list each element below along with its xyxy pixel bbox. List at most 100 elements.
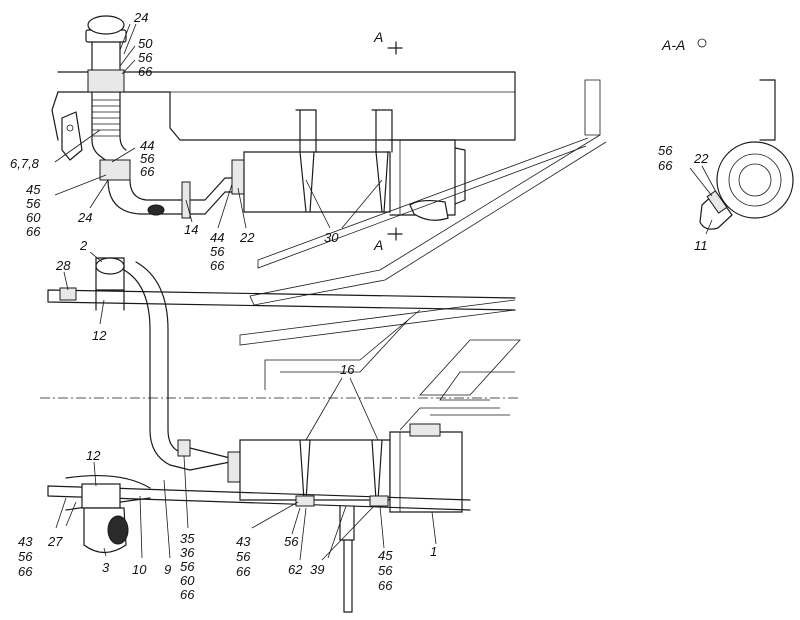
label-10: 10 (132, 562, 147, 577)
leader-45b (379, 505, 385, 549)
part-labels: A A A-A 24 50 56 66 6,7,8 44 56 66 45 56… (10, 10, 709, 602)
top-pipe-opening (87, 15, 125, 35)
label-56h: 56 (236, 549, 251, 564)
label-45b: 45 (378, 548, 393, 563)
label-35: 35 (180, 531, 195, 546)
leader-43a (55, 497, 67, 529)
section-cut-letter-bottom: A (373, 237, 383, 253)
label-30: 30 (324, 230, 339, 245)
leader-62 (299, 507, 307, 561)
lower-assembly-view (40, 257, 520, 613)
leader-12b (93, 461, 97, 487)
label-66d: 66 (210, 258, 225, 273)
label-36: 36 (180, 545, 195, 560)
top-bracket-legs (95, 289, 125, 311)
top-bracket-opening (95, 257, 125, 275)
leader-30 (305, 179, 383, 229)
label-2: 2 (79, 238, 88, 253)
label-66b: 66 (140, 164, 155, 179)
upper-clamp (87, 69, 125, 93)
frame-rail-middle (47, 289, 516, 311)
frame-panel-1 (419, 339, 521, 396)
label-60a: 60 (26, 210, 41, 225)
section-view-title: A-A (661, 37, 685, 53)
muffler-body (243, 151, 391, 213)
label-56f: 56 (18, 549, 33, 564)
flex-pipe (91, 91, 127, 163)
label-section-66: 66 (658, 158, 673, 173)
label-39: 39 (310, 562, 324, 577)
section-rotation-mark (697, 38, 707, 48)
label-66j: 66 (378, 578, 393, 593)
section-view-a-a (697, 38, 794, 230)
section-mark-top (387, 41, 403, 55)
label-56a: 56 (138, 50, 153, 65)
leader-2 (89, 251, 103, 263)
frame-panel-4 (399, 407, 510, 431)
downpipe-clamp (177, 439, 191, 457)
frame-member-1 (257, 137, 589, 269)
section-clamp (706, 190, 728, 214)
label-62: 62 (288, 562, 303, 577)
label-3: 3 (102, 560, 110, 575)
label-16: 16 (340, 362, 355, 377)
section-muffler-inner (738, 163, 772, 197)
upper-assembly-view (51, 15, 516, 241)
muffler-inlet-clamp-lower (227, 451, 241, 483)
leader-56i (291, 507, 301, 535)
leader-50 (119, 45, 136, 75)
leader-12a (99, 299, 105, 325)
label-66h: 66 (236, 564, 251, 579)
leader-14 (185, 199, 193, 223)
pipe-taper (169, 447, 231, 471)
frame-channel-left (584, 79, 601, 136)
label-section-56: 56 (658, 143, 673, 158)
section-inlet-pipe (699, 191, 733, 230)
label-60b: 60 (180, 573, 195, 588)
frame-rail-upper-end (51, 91, 59, 141)
label-66a: 66 (138, 64, 153, 79)
leader-3 (103, 547, 107, 557)
label-12a: 12 (92, 328, 107, 343)
leader-24a (119, 23, 137, 55)
muffler-end-cap (454, 147, 466, 205)
leader-22a (237, 187, 247, 229)
label-22a: 22 (239, 230, 255, 245)
label-27: 27 (47, 534, 63, 549)
elbow-clamp (99, 159, 131, 181)
label-28: 28 (55, 258, 71, 273)
label-12b: 12 (86, 448, 101, 463)
lower-bracket-45 (369, 495, 389, 507)
leader-10 (139, 495, 143, 559)
label-section-11: 11 (694, 238, 708, 253)
section-muffler-outer (716, 141, 794, 219)
elbow-support (147, 204, 165, 216)
leader-section-22 (701, 165, 717, 193)
label-44a: 44 (140, 138, 154, 153)
left-bracket (61, 111, 83, 161)
section-mark-bottom (387, 227, 403, 241)
muffler-hangers (295, 109, 393, 153)
section-muffler-mid (728, 153, 782, 207)
leader-24b (89, 179, 109, 209)
frame-member-3 (239, 299, 516, 346)
label-1: 1 (430, 544, 437, 559)
label-56b: 56 (140, 151, 155, 166)
bracket-28 (59, 287, 77, 301)
lower-bracket-62 (295, 495, 315, 507)
section-cut-letter-top: A (373, 29, 383, 45)
muffler-lower-end (389, 431, 463, 513)
flex-corrugations (92, 99, 120, 137)
top-pipe (91, 41, 121, 71)
bracket-bolt (66, 124, 74, 132)
section-frame-channel (759, 79, 776, 141)
downpipe (123, 261, 181, 466)
label-43b: 43 (236, 534, 251, 549)
label-678: 6,7,8 (10, 156, 40, 171)
leader-28 (63, 271, 69, 291)
label-56g: 56 (180, 559, 195, 574)
leader-1 (431, 511, 437, 545)
lower-unit-dark (107, 515, 129, 545)
frame-panel-2 (439, 371, 515, 401)
label-44b: 44 (210, 230, 224, 245)
